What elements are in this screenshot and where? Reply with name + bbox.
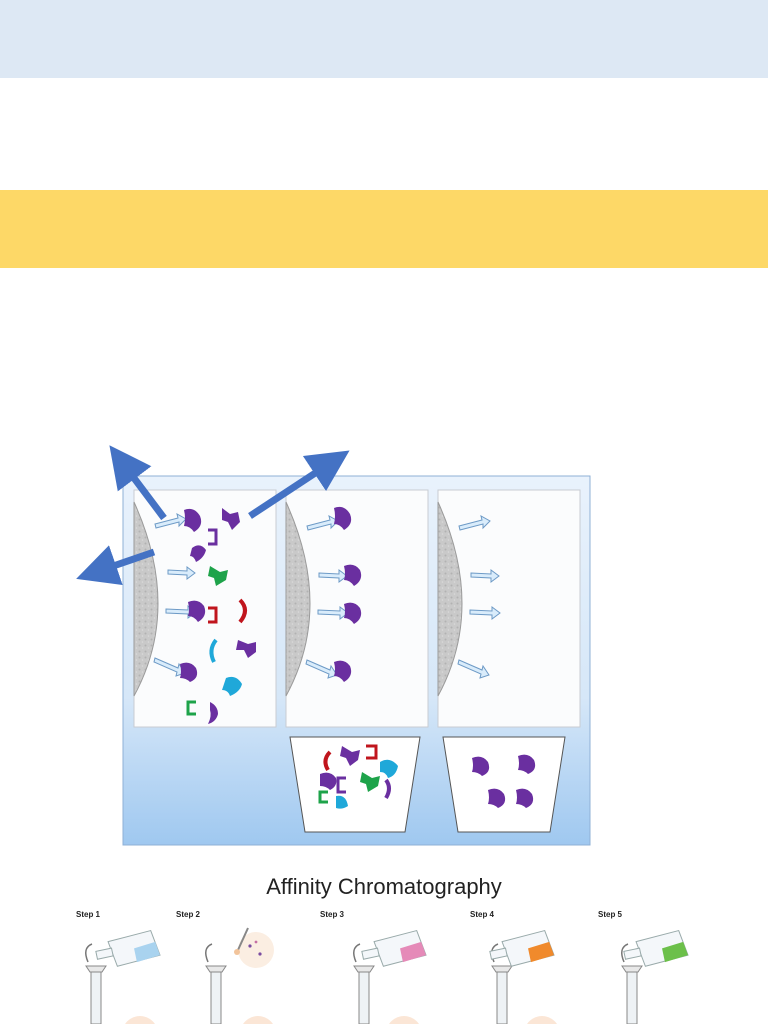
eluate-cup (442, 736, 566, 833)
highlight-band (0, 190, 768, 268)
affinity-diagram (76, 445, 591, 846)
steps-illustration (85, 927, 689, 1024)
step-1-label: Step 1 (76, 910, 101, 919)
ligand-arrow-icon (153, 513, 197, 677)
ligand-arrow-icon (457, 515, 501, 679)
purple-bean-icon (472, 754, 536, 808)
column-icon (85, 943, 107, 1024)
bracket-icon (186, 528, 218, 716)
step-2-label: Step 2 (176, 910, 201, 919)
flask-icon (234, 927, 274, 968)
purple-bean-icon (180, 506, 362, 724)
figure-title: Affinity Chromatography (266, 874, 502, 899)
flask-icon (489, 929, 555, 967)
contaminant-protein (208, 566, 242, 696)
ligand-arrow-icon (305, 515, 349, 679)
column-icon (353, 943, 375, 1024)
sample-circle (527, 1016, 557, 1024)
flask-icon (361, 929, 427, 967)
column-icon (205, 943, 227, 1024)
column-icon (621, 943, 643, 1024)
sample-circle (243, 1016, 273, 1024)
flask-icon (623, 929, 689, 967)
crescent-icon (209, 598, 247, 663)
resin-bead-1 (133, 501, 159, 697)
step-5-label: Step 5 (598, 910, 623, 919)
sample-circle (125, 1016, 155, 1024)
flowthrough-contents (318, 744, 398, 809)
flask-icon (95, 929, 161, 967)
affinity-steps-figure: Affinity Chromatography Step 1 Step 2 St… (0, 870, 768, 1024)
flow-arrow-icon (76, 445, 350, 586)
step-4-label: Step 4 (470, 910, 495, 919)
step-3-label: Step 3 (320, 910, 345, 919)
resin-bead-2 (285, 501, 311, 697)
top-band (0, 0, 768, 78)
resin-bead-3 (437, 501, 463, 697)
sample-circle (389, 1016, 419, 1024)
